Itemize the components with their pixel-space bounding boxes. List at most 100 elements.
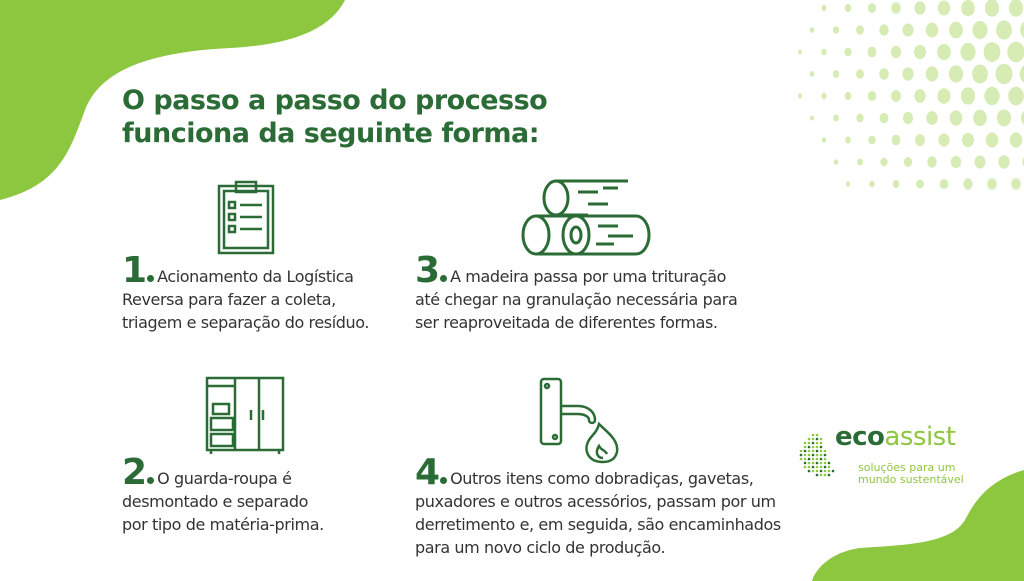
- pattern-dot: [1009, 132, 1023, 148]
- pattern-dot: [1021, 111, 1024, 125]
- step-text: Outros itens como dobradiças, gavetas,: [450, 469, 754, 488]
- pattern-dot: [879, 112, 889, 124]
- step-text: Acionamento da Logística: [157, 267, 354, 286]
- pattern-dot: [867, 3, 877, 13]
- step-text: para um novo ciclo de produção.: [415, 538, 666, 557]
- step-text: A madeira passa por uma trituração: [450, 267, 727, 286]
- logo-dot: [815, 465, 819, 469]
- pattern-dot: [902, 111, 914, 125]
- tagline-line: mundo sustentável: [858, 473, 964, 486]
- pattern-dot: [974, 155, 986, 169]
- logo-dot: [823, 453, 827, 457]
- pattern-dot: [856, 69, 864, 79]
- title-line-1: O passo a passo do processo: [122, 85, 548, 116]
- pattern-dot: [960, 42, 976, 62]
- ecoassist-logo: ecoassist: [835, 422, 956, 452]
- pattern-dot: [856, 25, 864, 35]
- logo-dot: [827, 473, 831, 477]
- logo-dot: [823, 461, 827, 465]
- pattern-dot: [916, 179, 924, 189]
- pattern-dot: [832, 70, 840, 78]
- pattern-dot: [926, 111, 938, 125]
- pattern-dot: [832, 26, 840, 34]
- pattern-dot: [821, 4, 827, 12]
- pattern-dot: [998, 155, 1010, 169]
- logo-dot: [819, 441, 823, 445]
- bottom-right-blob: [812, 470, 1024, 581]
- pattern-dot: [821, 92, 827, 100]
- logo-dot: [807, 441, 811, 445]
- bullet-dot: [147, 275, 155, 282]
- logo-dot: [815, 433, 819, 437]
- logo-dot: [831, 469, 835, 473]
- logo-dot: [815, 445, 819, 449]
- wardrobe-icon: [205, 376, 285, 454]
- pattern-dot: [984, 0, 1000, 17]
- pattern-dot: [927, 156, 937, 168]
- pattern-dot: [949, 21, 963, 39]
- pattern-dot: [844, 91, 852, 101]
- pattern-dot: [868, 135, 876, 145]
- top-left-blob: [0, 0, 345, 200]
- logo-dot: [815, 441, 819, 445]
- logo-assist: assist: [884, 422, 956, 452]
- logo-dot: [799, 457, 803, 461]
- pattern-dot: [961, 0, 975, 17]
- logo-dot: [823, 457, 827, 461]
- step-text: por tipo de matéria-prima.: [122, 515, 324, 534]
- pattern-dot: [869, 180, 875, 188]
- logo-dot: [819, 437, 823, 441]
- logo-dot: [823, 473, 827, 477]
- logo-dot: [799, 449, 803, 453]
- pattern-dot: [833, 114, 839, 122]
- pattern-dot: [1020, 21, 1024, 39]
- pattern-dot: [937, 88, 951, 104]
- pattern-dot: [891, 2, 901, 14]
- pattern-dot: [1019, 65, 1024, 83]
- pattern-dot: [809, 115, 815, 121]
- logo-dot-sphere-icon: [799, 433, 835, 477]
- pattern-dot: [857, 158, 863, 166]
- logo-dot: [815, 453, 819, 457]
- step-text: O guarda-roupa é: [157, 469, 292, 488]
- pattern-dot: [844, 47, 852, 57]
- logo-dot: [811, 469, 815, 473]
- pattern-dot: [1007, 41, 1024, 63]
- logo-dot: [807, 449, 811, 453]
- logo-dot: [815, 449, 819, 453]
- logo-dot: [819, 465, 823, 469]
- pattern-dot: [962, 132, 974, 148]
- logo-dot: [811, 453, 815, 457]
- pattern-dot: [821, 48, 827, 56]
- top-right-dot-pattern: [798, 0, 1024, 190]
- pattern-dot: [891, 134, 901, 146]
- logo-dot: [819, 457, 823, 461]
- logo-dot: [819, 469, 823, 473]
- pattern-dot: [890, 89, 902, 103]
- logo-dot: [819, 461, 823, 465]
- pattern-dot: [880, 157, 888, 167]
- pattern-dot: [844, 4, 852, 12]
- logo-dot: [811, 461, 815, 465]
- pattern-dot: [1008, 0, 1024, 17]
- logo-dot: [807, 461, 811, 465]
- step-text: até chegar na granulação necessária para: [415, 290, 738, 309]
- pattern-dot: [925, 22, 939, 38]
- bullet-dot: [147, 477, 155, 484]
- logo-dot: [803, 449, 807, 453]
- pattern-dot: [987, 178, 997, 190]
- step-text: puxadores e outros acessórios, passam po…: [415, 492, 776, 511]
- logo-dot: [811, 433, 815, 437]
- logo-dot: [811, 465, 815, 469]
- pattern-dot: [949, 110, 963, 126]
- pattern-dot: [821, 137, 827, 143]
- logo-dot: [823, 465, 827, 469]
- pattern-dot: [948, 65, 964, 83]
- logo-tagline: soluções para um mundo sustentável: [858, 462, 964, 486]
- pattern-dot: [963, 178, 973, 190]
- pattern-dot: [845, 136, 851, 144]
- logo-dot: [811, 457, 815, 461]
